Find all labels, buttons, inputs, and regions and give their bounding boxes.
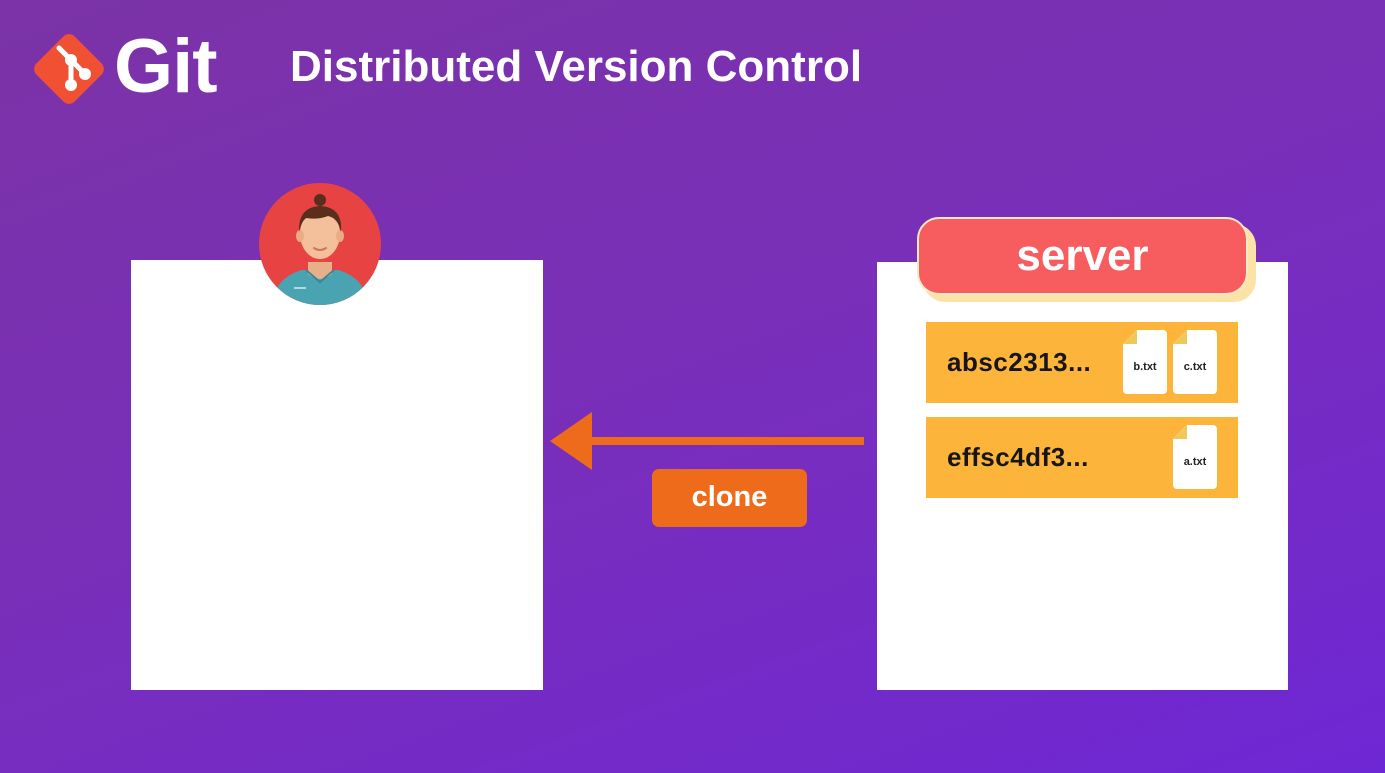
server-label: server: [917, 217, 1248, 295]
commit-hash: effsc4df3...: [947, 442, 1089, 472]
commit-hash: absc2313...: [947, 347, 1092, 377]
file-name: b.txt: [1133, 361, 1157, 373]
file-name: a.txt: [1183, 456, 1207, 468]
file-icon: a.txt: [1173, 425, 1217, 489]
clone-label: clone: [652, 469, 807, 527]
git-logo-text: Git: [114, 24, 218, 109]
arrow-left-icon: [550, 412, 864, 470]
git-logo-icon: [34, 34, 104, 104]
commit-block: absc2313... b.txt c.txt: [926, 322, 1238, 403]
page-title: Distributed Version Control: [290, 42, 863, 91]
file-icon: c.txt: [1173, 330, 1217, 394]
commit-block: effsc4df3... a.txt: [926, 417, 1238, 498]
user-avatar-icon: [259, 183, 381, 305]
local-repository-panel: [131, 260, 543, 690]
file-name: c.txt: [1183, 361, 1207, 373]
file-icon: b.txt: [1123, 330, 1167, 394]
